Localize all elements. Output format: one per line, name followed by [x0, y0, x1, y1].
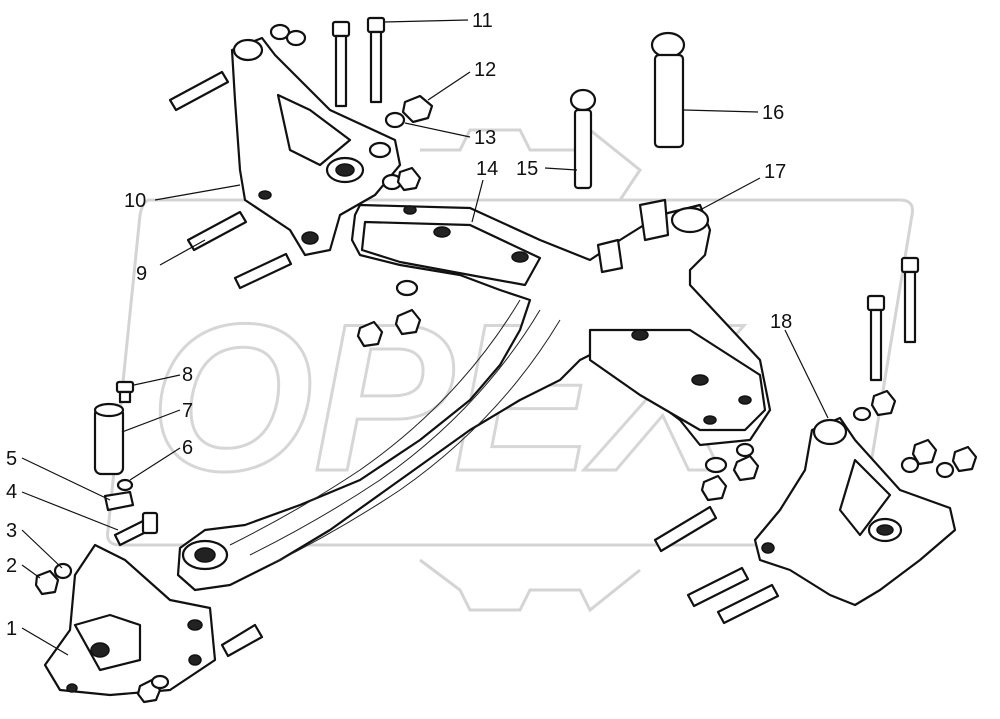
main-frame — [176, 198, 772, 592]
callout-16: 16 — [762, 102, 784, 124]
callout-7: 7 — [182, 400, 193, 422]
callout-6: 6 — [182, 437, 193, 459]
leader-lines — [21, 19, 829, 656]
bracket-upper-left — [230, 36, 402, 257]
callout-12: 12 — [474, 59, 496, 81]
callout-14: 14 — [476, 158, 498, 180]
callout-13: 13 — [474, 127, 496, 149]
callout-18: 18 — [770, 311, 792, 333]
support-lower-left — [43, 543, 217, 697]
callout-4: 4 — [6, 481, 17, 503]
callout-11: 11 — [472, 10, 493, 32]
callout-5: 5 — [6, 448, 17, 470]
callout-3: 3 — [6, 520, 17, 542]
callout-1: 1 — [6, 618, 17, 640]
callout-8: 8 — [182, 364, 193, 386]
bracket-right — [753, 416, 957, 607]
fasteners — [34, 16, 978, 704]
callout-9: 9 — [136, 263, 147, 285]
callout-15: 15 — [516, 158, 538, 180]
callout-10: 10 — [124, 190, 146, 212]
callout-labels: 1 2 3 4 5 6 7 8 9 10 11 12 13 14 15 16 1… — [6, 10, 792, 640]
callout-2: 2 — [6, 555, 17, 577]
callout-17: 17 — [764, 161, 786, 183]
